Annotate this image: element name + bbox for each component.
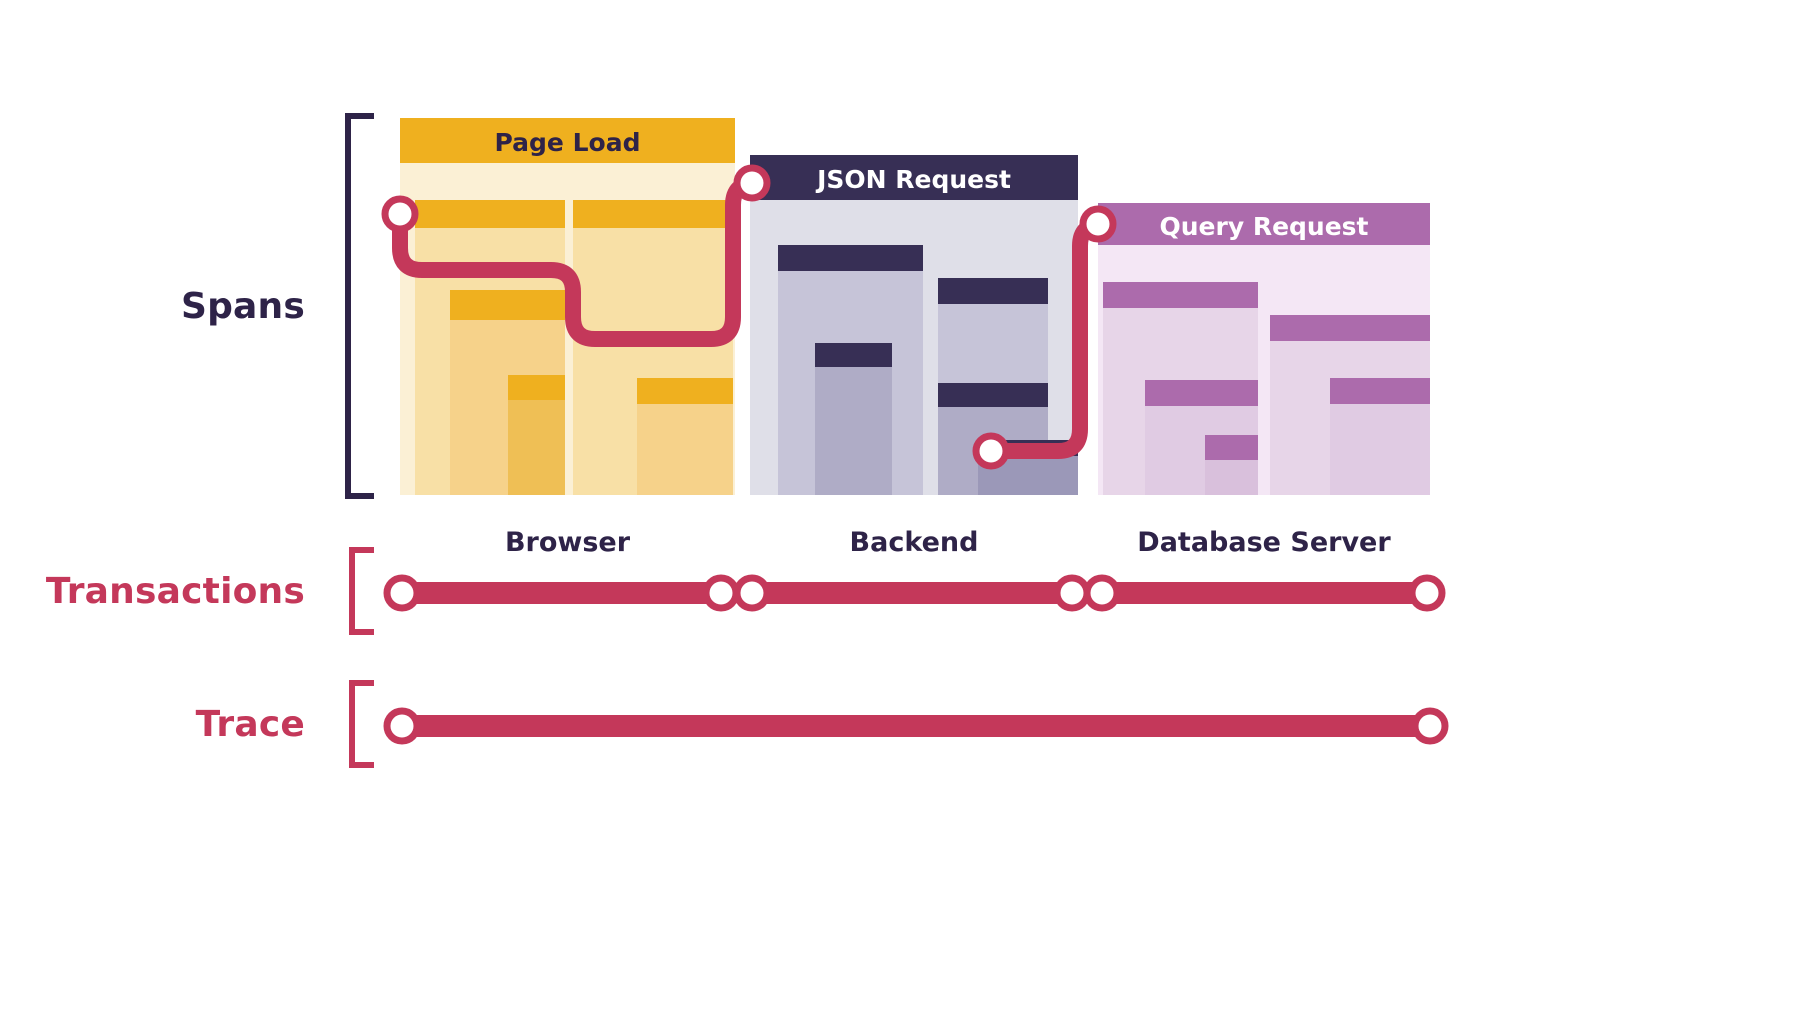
span-bar-backend-2 [815,343,892,367]
panel-title-query-request: Query Request [1159,212,1369,241]
span-bar-database-2 [1270,315,1430,341]
panel-title-page-load: Page Load [494,128,641,157]
row-label-transactions: Transactions [45,570,305,612]
span-browser-5 [637,378,733,495]
row-label-trace: Trace [195,703,305,745]
row-brackets-group [345,113,374,768]
transaction-end-node-0 [702,574,740,612]
panel-header-backend [750,155,1078,200]
trace-row-group [383,707,1449,745]
transaction-start-node-1 [733,574,771,612]
service-label-browser: Browser [504,527,631,558]
span-bar-database-3 [1145,380,1258,406]
span-bar-browser-5 [637,378,733,404]
span-bar-browser-3 [450,290,565,320]
span-backend-2 [815,343,892,495]
bracket-spans [345,113,374,499]
transaction-end-node-2 [1408,574,1446,612]
trace-start-node [383,707,421,745]
bracket-transactions [349,547,374,635]
service-panel-database [1098,203,1430,495]
span-bar-backend-3 [938,278,1048,304]
span-bar-browser-2 [573,200,733,228]
span-bar-database-1 [1103,282,1258,308]
span-bar-backend-4 [938,383,1048,407]
service-label-backend: Backend [849,527,979,558]
transaction-end-node-1 [1053,574,1091,612]
span-connector-path [381,164,1117,470]
span-bar-browser-4 [508,375,565,400]
transactions-row-group [383,574,1446,612]
connector-node-2 [972,432,1010,470]
span-body-backend-2 [815,343,892,495]
service-panel-backend [750,155,1078,495]
connector-node-1 [733,164,771,202]
span-database-5 [1330,378,1430,495]
span-bar-browser-1 [415,200,565,228]
transaction-start-node-0 [383,574,421,612]
connector-node-3 [1079,205,1117,243]
span-database-4 [1205,435,1258,495]
row-label-spans: Spans [180,285,305,327]
span-bar-backend-1 [778,245,923,271]
trace-end-node [1411,707,1449,745]
panel-header-browser [400,118,735,163]
panel-header-database [1098,203,1430,245]
service-label-database-server: Database Server [1137,527,1391,558]
service-panels-group [400,118,1430,495]
connector-node-0 [381,195,419,233]
span-bar-database-5 [1330,378,1430,404]
span-browser-4 [508,375,565,495]
span-bar-database-4 [1205,435,1258,460]
panel-title-json-request: JSON Request [817,165,1011,194]
connector-segment-0 [392,175,763,347]
bracket-trace [349,680,374,768]
transaction-start-node-2 [1083,574,1121,612]
